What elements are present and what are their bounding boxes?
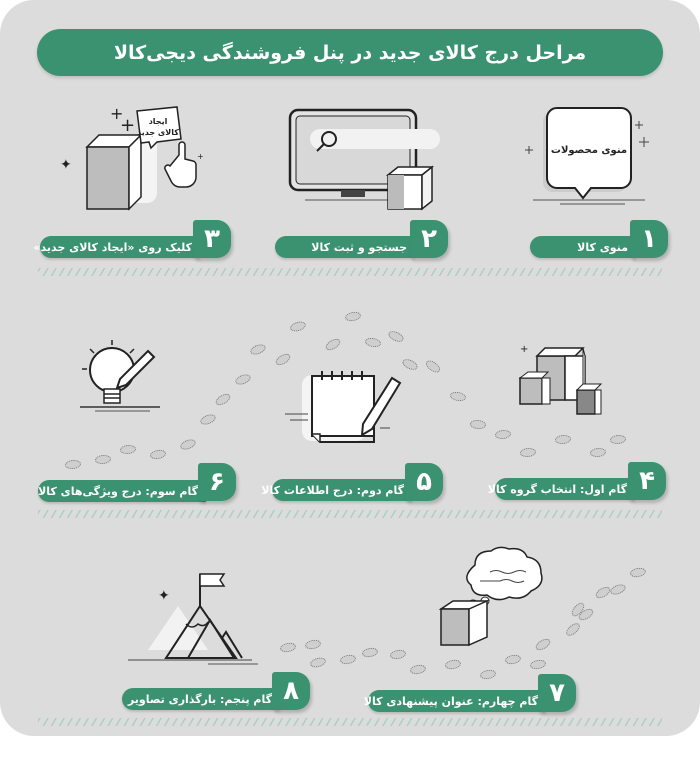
step-label-text: گام دوم: درج اطلاعات کالا <box>261 483 404 497</box>
svg-text:+: + <box>110 104 123 123</box>
chevron-divider-3 <box>38 718 662 726</box>
speech-bubble-icon: منوی محصولات <box>525 107 649 205</box>
svg-text:✦: ✦ <box>158 588 170 604</box>
step-4-number: ۴ <box>628 462 666 500</box>
chevron-divider-2 <box>38 510 662 518</box>
chevron-divider-1 <box>38 268 662 276</box>
monitor-search-icon <box>288 108 440 211</box>
step-number-text: ۵ <box>416 467 432 497</box>
step-2-label: جستجو و ثبت کالا <box>275 236 415 258</box>
svg-text:+: + <box>120 115 135 136</box>
notepad-pencil-icon <box>285 371 402 443</box>
box-click-icon: ایجاد کالای جدید + + ✦ + <box>60 104 204 211</box>
step-6-label: گام سوم: درج ویژگی‌های کالا <box>38 480 206 502</box>
mountain-flag-icon: ✦ <box>128 573 258 665</box>
box-thought-cloud-icon <box>438 546 543 647</box>
bubble-text: منوی محصولات <box>551 145 627 156</box>
step-number-text: ۷ <box>549 678 565 708</box>
step-7-label: گام چهارم: عنوان پیشنهادی کالا <box>364 690 546 712</box>
step-6-number: ۶ <box>198 463 236 501</box>
step-label-text: گام اول: انتخاب گروه کالا <box>487 482 627 496</box>
step-2-number: ۲ <box>410 220 448 258</box>
step-label-text: منوی کالا <box>577 240 628 254</box>
step-label-text: جستجو و ثبت کالا <box>311 240 407 254</box>
step-8-label: گام پنجم: بارگذاری تصاویر <box>122 688 280 710</box>
step-label-text: گام چهارم: عنوان پیشنهادی کالا <box>363 694 538 708</box>
svg-text:+: + <box>197 152 204 161</box>
step-label-text: کلیک روی «ایجاد کالای جدید» <box>33 240 192 254</box>
svg-text:ایجاد: ایجاد <box>149 117 168 126</box>
step-number-text: ۴ <box>639 466 655 496</box>
step-5-label: گام دوم: درج اطلاعات کالا <box>261 479 412 501</box>
page-title: مراحل درج کالای جدید در پنل فروشندگی دیج… <box>37 29 663 76</box>
step-number-text: ۲ <box>421 224 437 254</box>
step-8-number: ۸ <box>272 672 310 710</box>
svg-text:+: + <box>520 344 528 355</box>
step-number-text: ۳ <box>204 224 220 254</box>
step-number-text: ۶ <box>209 467 225 497</box>
step-number-text: ۱ <box>641 224 657 254</box>
svg-text:کالای جدید: کالای جدید <box>137 128 179 137</box>
lightbulb-pencil-icon <box>80 340 160 412</box>
step-1-number: ۱ <box>630 220 668 258</box>
svg-text:✦: ✦ <box>60 157 72 173</box>
step-1-label: منوی کالا <box>530 236 636 258</box>
step-3-number: ۳ <box>193 220 231 258</box>
step-3-label: کلیک روی «ایجاد کالای جدید» <box>33 236 200 258</box>
step-7-number: ۷ <box>538 674 576 712</box>
boxes-icon: + <box>518 344 603 415</box>
step-number-text: ۸ <box>283 676 299 706</box>
title-text: مراحل درج کالای جدید در پنل فروشندگی دیج… <box>113 41 587 64</box>
step-5-number: ۵ <box>405 463 443 501</box>
step-4-label: گام اول: انتخاب گروه کالا <box>488 478 635 500</box>
step-label-text: گام پنجم: بارگذاری تصاویر <box>127 692 272 706</box>
step-label-text: گام سوم: درج ویژگی‌های کالا <box>38 484 198 498</box>
